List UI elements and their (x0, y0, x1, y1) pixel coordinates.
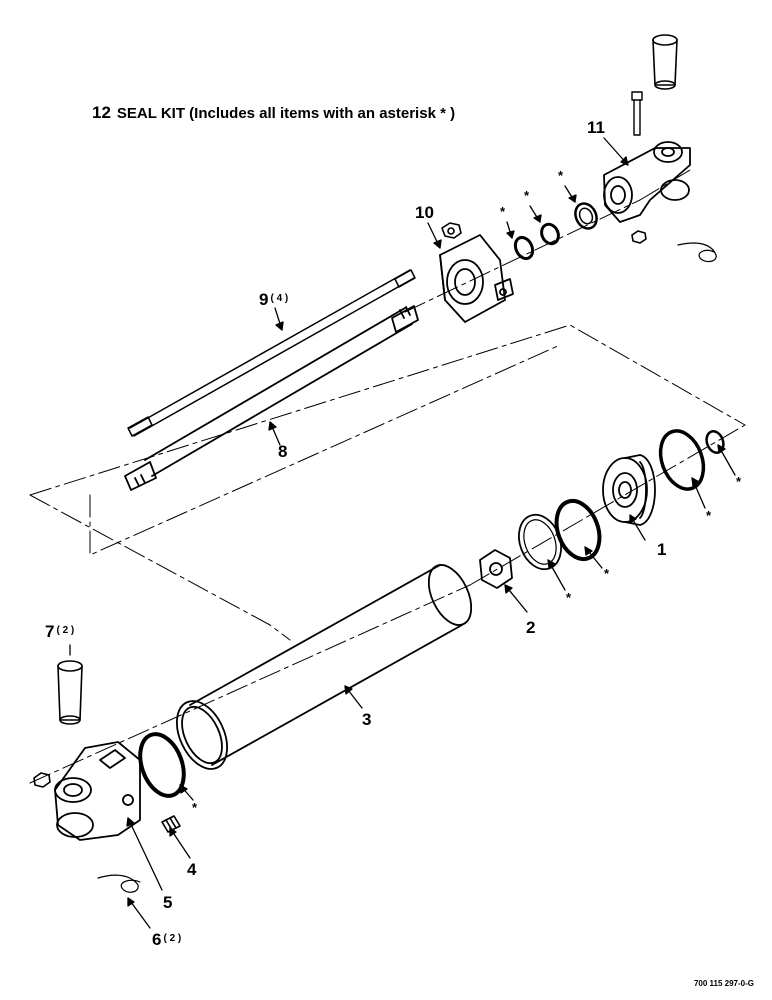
clevis-pin-bottom (57, 660, 83, 725)
base-clevis (54, 741, 141, 841)
center-lines (29, 169, 746, 784)
callout-11: 11 (587, 118, 605, 137)
asterisk-mark: * (558, 168, 564, 183)
hair-pin-top (677, 242, 717, 263)
asterisk-mark: * (706, 508, 712, 523)
callout-4: 4 (187, 860, 197, 879)
asterisk-mark: * (524, 188, 530, 203)
asterisk-mark: * (500, 204, 506, 219)
callout-6: 6( 2 ) (152, 930, 182, 949)
callout-8: 8 (278, 442, 288, 461)
backup-ring (518, 513, 562, 571)
seal-ring-top-2 (540, 222, 560, 246)
callout-7: 7( 2 ) (45, 622, 75, 641)
callout-10: 10 (415, 203, 434, 222)
drawing-number: 700 115 297-0-G (693, 979, 754, 988)
asterisk-mark: * (736, 474, 742, 489)
o-ring-bottom (138, 732, 186, 798)
nut-small-bottom (33, 772, 51, 788)
hex-nut-top (441, 222, 462, 239)
asterisk-mark: * (192, 800, 198, 815)
piston (602, 454, 656, 526)
callout-9: 9( 4 ) (259, 290, 289, 309)
tie-rod (127, 269, 416, 437)
o-ring-right-large (658, 429, 706, 491)
seal-ring-top-1 (513, 235, 535, 261)
bolt-top (631, 91, 643, 136)
cylinder-tube (176, 564, 473, 770)
callout-7-qty: ( 2 ) (56, 625, 75, 636)
o-ring-center (554, 498, 602, 562)
rod-end-cap (439, 234, 514, 323)
callout-6-qty: ( 2 ) (163, 933, 182, 944)
seal-kit-number: 12 (92, 103, 111, 122)
seal-kit-text: SEAL KIT (Includes all items with an ast… (116, 105, 456, 122)
callout-9-qty: ( 4 ) (270, 293, 289, 304)
wiper-ring (574, 202, 598, 230)
piston-nut (479, 549, 513, 589)
clevis-pin-top (652, 34, 678, 90)
asterisk-mark: * (604, 566, 610, 581)
callout-2: 2 (526, 618, 536, 637)
hair-pin-bottom (97, 874, 141, 893)
asterisk-mark: * (566, 590, 572, 605)
nut-small-top (631, 230, 647, 244)
seal-kit-title: 12 SEAL KIT (Includes all items with an a… (92, 103, 455, 123)
callout-3: 3 (362, 710, 372, 729)
leader-lines (69, 137, 736, 929)
callout-1: 1 (657, 540, 667, 559)
callout-5: 5 (163, 893, 173, 912)
piston-rod (124, 305, 419, 491)
rod-clevis (603, 141, 691, 223)
